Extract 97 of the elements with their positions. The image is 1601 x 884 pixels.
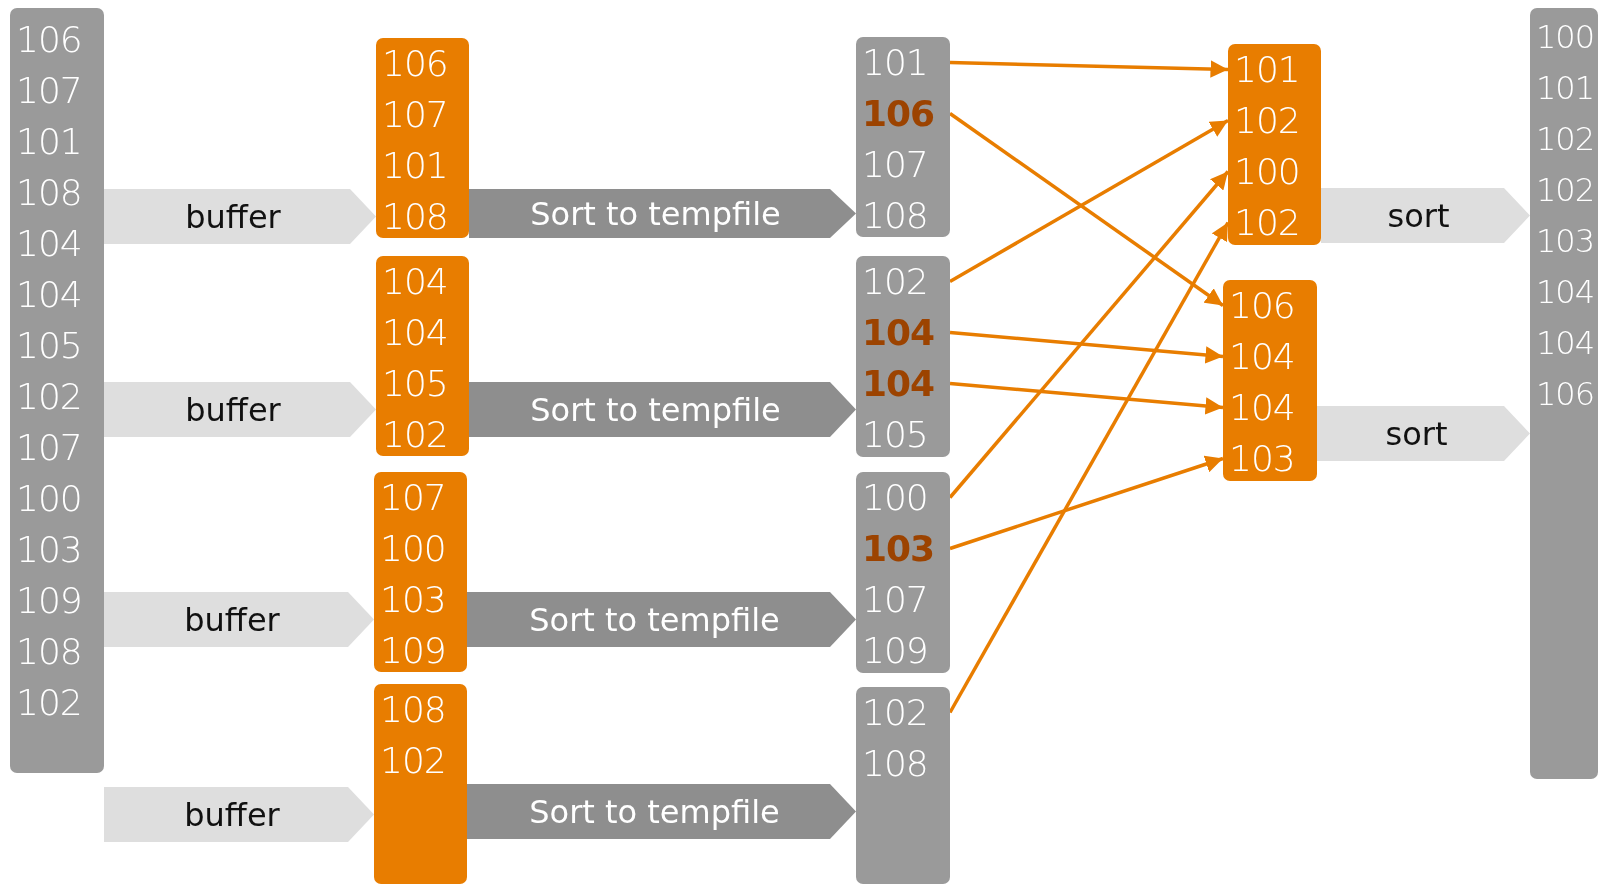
number-value: 103 xyxy=(1229,437,1295,481)
chevron-arrow xyxy=(1317,406,1530,461)
number-value: 100 xyxy=(1536,17,1595,58)
number-value: 102 xyxy=(862,691,928,735)
number-value: 102 xyxy=(862,260,928,304)
chevron-arrow xyxy=(104,382,376,437)
edge-label: Sort to tempfile xyxy=(530,194,781,233)
number-value: 104 xyxy=(16,273,82,317)
edge-label: sort xyxy=(1385,414,1448,453)
number-column xyxy=(856,472,950,673)
edge-label: buffer xyxy=(185,197,281,236)
number-value: 103 xyxy=(862,527,935,571)
number-value: 102 xyxy=(1536,119,1595,160)
number-value: 102 xyxy=(1536,170,1595,211)
arrow xyxy=(948,170,1230,499)
number-value: 104 xyxy=(1229,386,1295,430)
number-value: 106 xyxy=(862,92,935,136)
number-value: 104 xyxy=(1536,272,1595,313)
number-value: 105 xyxy=(382,362,448,406)
chevron-arrow xyxy=(104,787,374,842)
number-value: 104 xyxy=(1229,335,1295,379)
arrow xyxy=(948,221,1230,714)
number-value: 108 xyxy=(382,195,448,239)
number-value: 107 xyxy=(382,93,448,137)
number-value: 100 xyxy=(380,527,446,571)
number-value: 105 xyxy=(862,413,928,457)
edge-label: sort xyxy=(1387,196,1450,235)
number-value: 107 xyxy=(380,476,446,520)
number-value: 102 xyxy=(1234,201,1300,245)
number-value: 101 xyxy=(862,41,928,85)
arrow xyxy=(949,455,1224,551)
arrow xyxy=(949,119,1229,283)
number-value: 104 xyxy=(862,311,935,355)
buffer-column xyxy=(374,684,467,884)
arrow xyxy=(949,381,1224,415)
number-column xyxy=(856,687,950,884)
number-value: 104 xyxy=(16,222,82,266)
number-value: 107 xyxy=(16,426,82,470)
number-column xyxy=(856,256,950,457)
number-value: 101 xyxy=(16,120,82,164)
chevron-arrow xyxy=(469,189,856,238)
number-value: 101 xyxy=(1234,48,1300,92)
number-value: 103 xyxy=(1536,221,1595,262)
number-value: 108 xyxy=(16,630,82,674)
number-value: 107 xyxy=(862,143,928,187)
buffer-column xyxy=(374,472,467,672)
edge-label: Sort to tempfile xyxy=(530,390,781,429)
number-value: 103 xyxy=(16,528,82,572)
number-value: 109 xyxy=(16,579,82,623)
number-value: 100 xyxy=(16,477,82,521)
buffer-column xyxy=(1228,44,1321,245)
buffer-column xyxy=(376,256,469,456)
chevron-arrow xyxy=(467,592,856,647)
number-value: 104 xyxy=(382,311,448,355)
number-column xyxy=(856,37,950,237)
number-value: 102 xyxy=(16,681,82,725)
buffer-column xyxy=(1223,280,1317,481)
number-value: 104 xyxy=(382,260,448,304)
chevron-arrow xyxy=(104,189,376,244)
edge-label: buffer xyxy=(184,795,280,834)
number-column xyxy=(10,8,104,773)
number-value: 106 xyxy=(1536,374,1595,415)
number-value: 106 xyxy=(382,42,448,86)
edge-label: Sort to tempfile xyxy=(529,600,780,639)
number-value: 107 xyxy=(862,578,928,622)
number-value: 106 xyxy=(1229,284,1295,328)
arrow xyxy=(949,112,1224,307)
chevron-arrow xyxy=(467,784,856,839)
number-value: 103 xyxy=(380,578,446,622)
number-value: 101 xyxy=(1536,68,1595,109)
number-value: 109 xyxy=(380,629,446,673)
number-value: 102 xyxy=(1234,99,1300,143)
number-value: 102 xyxy=(380,739,446,783)
number-value: 105 xyxy=(16,324,82,368)
number-value: 102 xyxy=(382,413,448,457)
number-value: 106 xyxy=(16,18,82,62)
number-value: 100 xyxy=(862,476,928,520)
edge-label: buffer xyxy=(185,390,281,429)
number-value: 104 xyxy=(862,362,935,406)
chevron-arrow xyxy=(104,592,374,647)
buffer-column xyxy=(376,38,469,238)
number-value: 107 xyxy=(16,69,82,113)
edge-label: buffer xyxy=(184,600,280,639)
number-value: 104 xyxy=(1536,323,1595,364)
number-value: 108 xyxy=(380,688,446,732)
number-value: 102 xyxy=(16,375,82,419)
number-value: 108 xyxy=(862,194,928,238)
number-value: 100 xyxy=(1234,150,1300,194)
number-column xyxy=(1530,8,1598,779)
number-value: 108 xyxy=(862,742,928,786)
arrow xyxy=(949,330,1224,364)
edge-label: Sort to tempfile xyxy=(529,792,780,831)
arrow xyxy=(949,60,1229,78)
number-value: 108 xyxy=(16,171,82,215)
number-value: 101 xyxy=(382,144,448,188)
chevron-arrow xyxy=(469,382,856,437)
number-value: 109 xyxy=(862,629,928,673)
